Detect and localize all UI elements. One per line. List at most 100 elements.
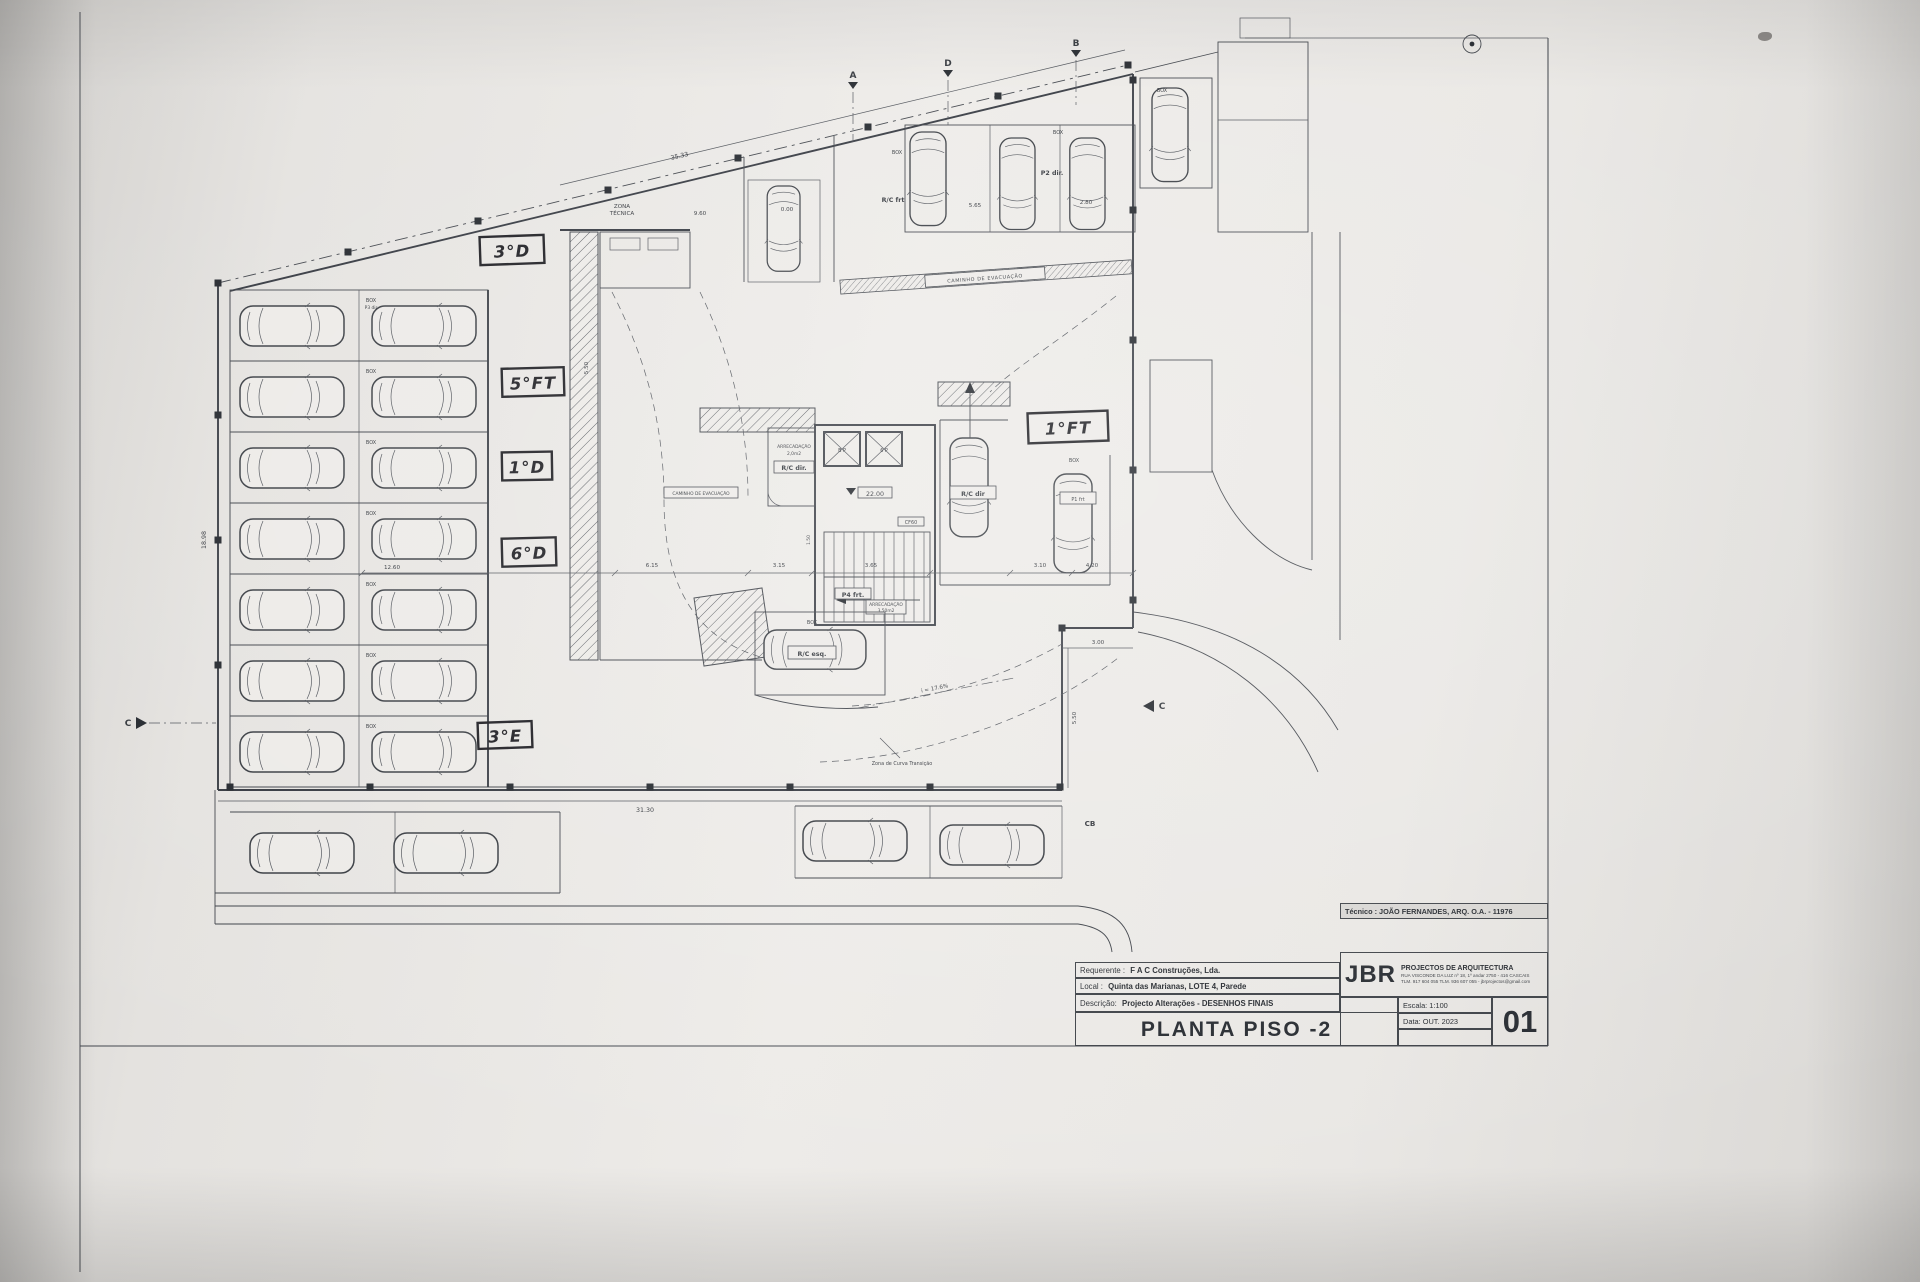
central-core: B P 6 P ARRECADAÇÃO 2,0m2 R/C dir. P4 fr… (767, 424, 936, 626)
dim-label: 5.65 (969, 203, 982, 209)
svg-text:6°D: 6°D (511, 544, 548, 564)
misc-annotations: ZONA TÉCNICA i = 17.6% Zona de Curva Tra… (609, 204, 1015, 767)
dim-label: 0.00 (781, 207, 794, 213)
column-markers (214, 61, 1137, 791)
evacuation-path-top: CAMINHO DE EVACUAÇÃO (839, 259, 1133, 295)
caminho-evacuacao-label: CAMINHO DE EVACUAÇÃO (672, 490, 730, 497)
handwritten-note: 1°FT (1026, 409, 1110, 445)
car-icon (239, 515, 345, 563)
car-icon (239, 302, 345, 350)
car-icon (1050, 473, 1096, 574)
car-icon (371, 657, 477, 705)
dim-label: 3.15 (773, 563, 786, 569)
p2-dir-label: P2 dir. (1041, 170, 1063, 177)
zona-curva-label: Zona de Curva Transição (872, 761, 933, 767)
zona-tecnica-label: TÉCNICA (609, 209, 635, 217)
stall-code: P3 dir (365, 305, 378, 311)
car-icon (996, 137, 1039, 231)
svg-text:3°E: 3°E (488, 726, 523, 746)
dim-label: 4.20 (1086, 563, 1099, 569)
dim-label: 31.30 (636, 807, 654, 814)
dim-label: 5.50 (1072, 711, 1078, 724)
marker-b: B (1073, 39, 1080, 49)
bottom-outside-parking (214, 790, 1063, 924)
svg-text:3°D: 3°D (494, 241, 531, 261)
car-icon (939, 821, 1045, 869)
box-label: BOX (366, 298, 377, 304)
rc-esq-parking: BOX R/C esq. (754, 611, 886, 696)
p1-frt-label: P1 frt (1071, 497, 1084, 503)
handwritten-note: 3°D (478, 233, 546, 267)
marker-cb: CB (1085, 819, 1096, 828)
arrecadacao-label: ARRECADAÇÃO (777, 443, 811, 450)
dim-label: 5.50 (584, 361, 590, 374)
car-icon (239, 657, 345, 705)
arrecadacao-area: 3,50m2 (878, 608, 895, 614)
car-icon (764, 185, 804, 272)
box-label: BOX (366, 511, 377, 517)
dim-label: 35.33 (670, 151, 689, 162)
level-label: 22.00 (866, 491, 884, 498)
car-icon (1148, 87, 1192, 183)
rc-frt-label: R/C frt (882, 197, 905, 204)
left-parking-block: BOX P3 dir BOX BOX BOX BOX BOX BOX (229, 289, 489, 788)
dim-label: 12.60 (384, 565, 400, 571)
marker-c-right: C (1159, 702, 1166, 712)
box-label: BOX (1053, 130, 1064, 136)
sheet-frame (79, 12, 1549, 1272)
car-icon (249, 829, 355, 877)
top-right-parking: BOX R/C frt BOX P2 dir. BOX (764, 87, 1192, 272)
box-label: BOX (366, 369, 377, 375)
paper-mark (1758, 32, 1772, 41)
car-icon (371, 515, 477, 563)
box-label: BOX (1069, 458, 1080, 464)
car-icon (371, 728, 477, 776)
dim-label: 6.15 (646, 563, 659, 569)
car-icon (371, 444, 477, 492)
svg-text:1°D: 1°D (509, 458, 546, 478)
elevator-label: B P (838, 448, 846, 454)
right-mid-parking: BOX R/C dir P1 frt (939, 382, 1111, 586)
rc-dir-label: R/C dir. (781, 465, 806, 472)
car-icon (239, 728, 345, 776)
handwritten-note: 5°FT (500, 365, 566, 399)
box-label: BOX (366, 653, 377, 659)
handwritten-note: 6°D (500, 536, 558, 568)
svg-text:5°FT: 5°FT (510, 373, 557, 393)
box-label: BOX (366, 440, 377, 446)
rc-dir-label: R/C dir (961, 491, 986, 498)
box-label: BOX (366, 724, 377, 730)
car-icon (906, 131, 950, 227)
site-context-lines (215, 17, 1341, 953)
car-icon (239, 373, 345, 421)
section-markers: A D B C C CB (125, 39, 1166, 828)
handwritten-note: 3°E (476, 719, 534, 751)
marker-a: A (850, 71, 857, 81)
arrecadacao-area: 2,0m2 (787, 451, 801, 457)
handwritten-annotations: 3°D 5°FT 1°D 6°D 3°E 1°FT (476, 233, 1110, 751)
box-label: BOX (366, 582, 377, 588)
svg-text:1°FT: 1°FT (1045, 418, 1093, 439)
dim-label: 3.00 (1092, 640, 1105, 646)
car-icon (371, 586, 477, 634)
car-icon (371, 302, 477, 350)
marker-d: D (944, 59, 951, 69)
dim-label: 1.50 (806, 535, 812, 545)
box-label: BOX (807, 620, 818, 626)
zona-tecnica-label: ZONA (614, 204, 630, 210)
car-icon (371, 373, 477, 421)
dim-label: 3.10 (1034, 563, 1047, 569)
car-icon (1066, 137, 1109, 231)
slope-label: i = 17.6% (921, 683, 949, 694)
arrecadacao-label: ARRECADAÇÃO (869, 601, 903, 608)
cf60-label: CF60 (905, 520, 917, 526)
marker-c-left: C (125, 719, 132, 729)
elevator-label: 6 P (880, 448, 888, 454)
dimensions: 35.33 9.60 0.00 5.65 2.80 31.30 18.98 12… (201, 49, 1137, 814)
car-icon (239, 444, 345, 492)
box-label: BOX (1157, 88, 1168, 94)
rc-esq-label: R/C esq. (798, 651, 827, 658)
dim-label: 3.65 (865, 563, 878, 569)
